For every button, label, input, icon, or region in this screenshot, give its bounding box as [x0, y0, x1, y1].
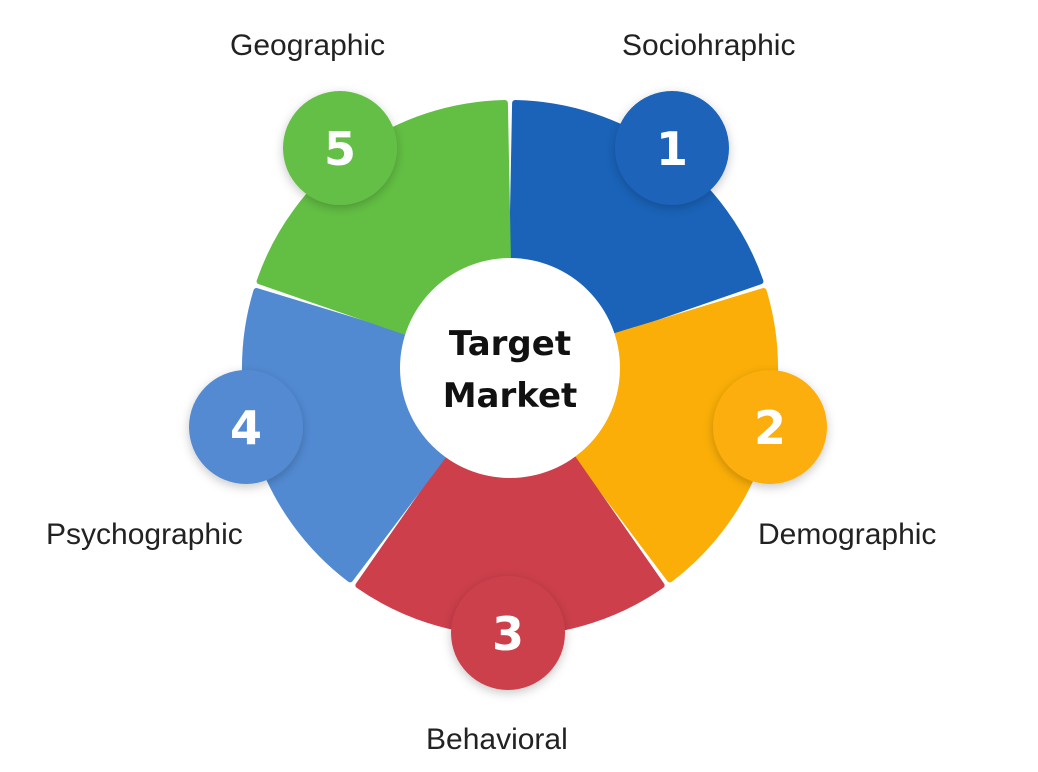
badge-circle: [713, 370, 827, 484]
badge-number: 4: [230, 401, 262, 455]
badge-psychographic: 4: [189, 370, 303, 484]
badge-demographic: 2: [713, 370, 827, 484]
badges-layer: 1 2 3 4 5: [189, 91, 827, 690]
badge-behavioral: 3: [451, 576, 565, 690]
badge-circle: [283, 91, 397, 205]
badge-number: 5: [324, 122, 356, 176]
badge-number: 1: [656, 122, 688, 176]
label-psychographic: Psychographic: [46, 518, 243, 551]
label-sociographic: Sociohraphic: [622, 29, 796, 62]
center-title-line2: Market: [443, 376, 578, 416]
badge-circle: [451, 576, 565, 690]
label-behavioral: Behavioral: [426, 723, 568, 756]
badge-sociographic: 1: [615, 91, 729, 205]
badge-number: 2: [754, 401, 786, 455]
badge-geographic: 5: [283, 91, 397, 205]
center-circle: [400, 258, 620, 478]
label-geographic: Geographic: [230, 29, 386, 62]
badge-number: 3: [492, 607, 524, 661]
center-title-line1: Target: [449, 324, 571, 364]
label-demographic: Demographic: [758, 518, 937, 551]
badge-circle: [615, 91, 729, 205]
badge-circle: [189, 370, 303, 484]
